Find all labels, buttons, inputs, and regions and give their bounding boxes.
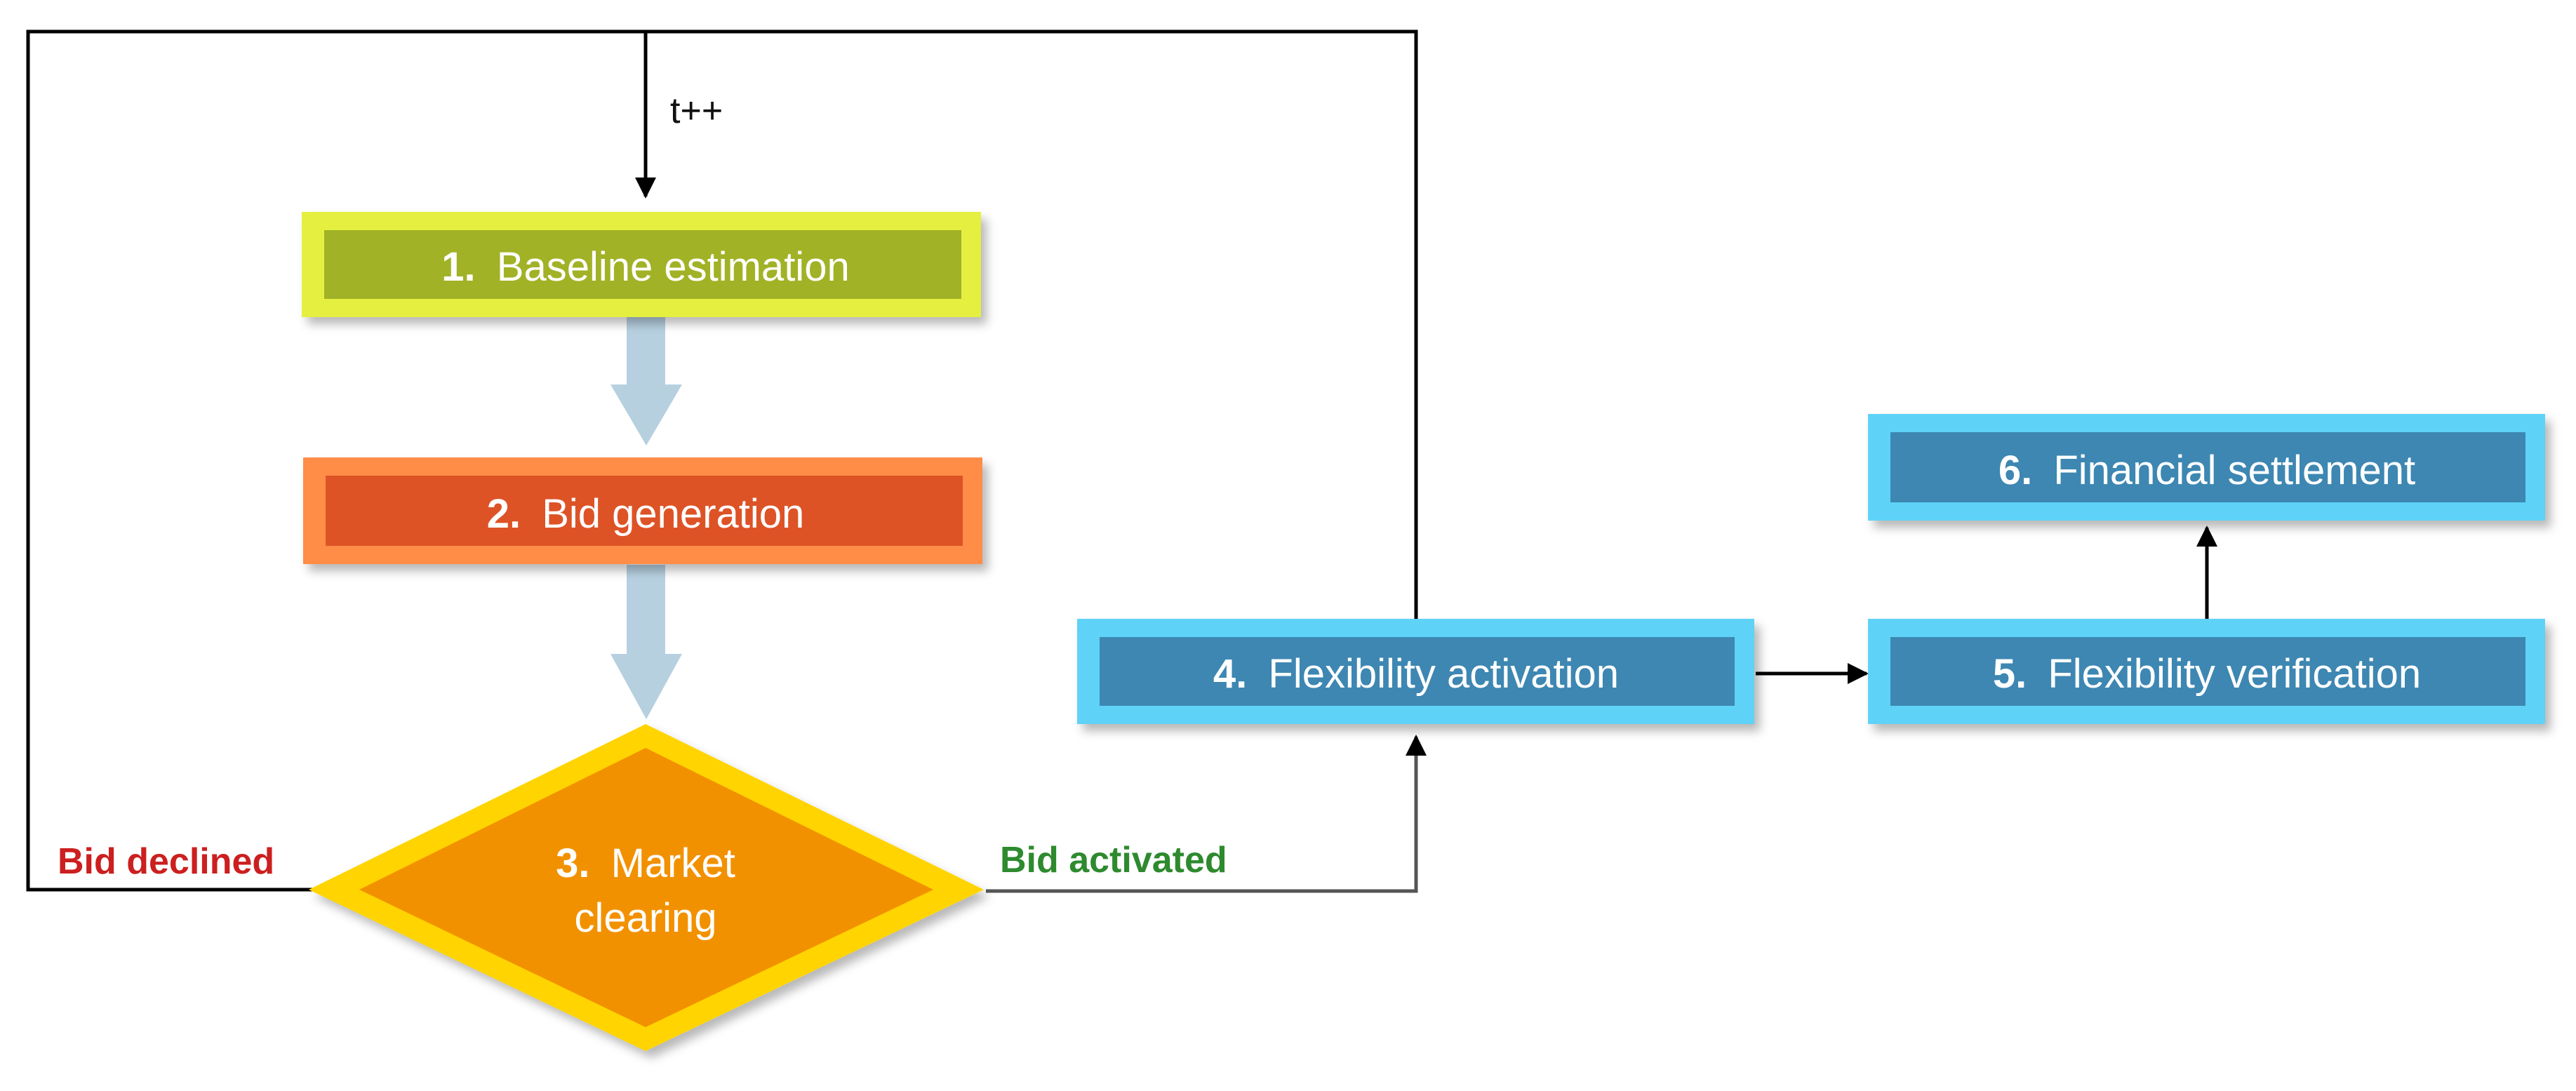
step-6-number: 6.: [1998, 448, 2032, 493]
step-6-text: Financial settlement: [2053, 448, 2415, 493]
step-5-text: Flexibility verification: [2048, 651, 2421, 697]
step-3-text-line1: Market: [611, 841, 735, 886]
bid-activated-label: Bid activated: [1000, 840, 1227, 881]
flow-arrow-2-3: [610, 565, 682, 719]
step-1-baseline-estimation: [302, 212, 981, 317]
step-2-number: 2.: [487, 491, 521, 537]
step-3-market-clearing: [309, 724, 984, 1051]
step-3-number: 3.: [556, 841, 589, 886]
step-1-text: Baseline estimation: [497, 244, 850, 290]
step-5-number: 5.: [1993, 651, 2027, 697]
step-2-bid-generation: [303, 457, 982, 564]
step-5-flexibility-verification: [1868, 619, 2545, 724]
step-5-label: 5. Flexibility verification: [1993, 651, 2421, 697]
step-2-label: 2. Bid generation: [487, 491, 805, 537]
step-1-number: 1.: [441, 244, 475, 290]
step-4-text: Flexibility activation: [1268, 651, 1619, 697]
step-3-label-line2: clearing: [574, 895, 716, 941]
step-6-label: 6. Financial settlement: [1998, 448, 2415, 493]
step-4-flexibility-activation: [1077, 619, 1754, 724]
loop-connector: [635, 29, 1418, 624]
step-4-label: 4. Flexibility activation: [1213, 651, 1619, 697]
bid-declined-label: Bid declined: [58, 841, 274, 882]
flow-arrow-1-2: [610, 316, 682, 446]
declined-connector: [26, 29, 646, 892]
step-2-text: Bid generation: [542, 491, 804, 537]
step-4-number: 4.: [1213, 651, 1247, 697]
step-1-label: 1. Baseline estimation: [441, 244, 849, 290]
step-3-label-line1: 3. Market: [556, 841, 735, 886]
step-6-financial-settlement: [1868, 414, 2545, 521]
activated-connector: [986, 735, 1427, 893]
loop-label: t++: [670, 91, 723, 131]
